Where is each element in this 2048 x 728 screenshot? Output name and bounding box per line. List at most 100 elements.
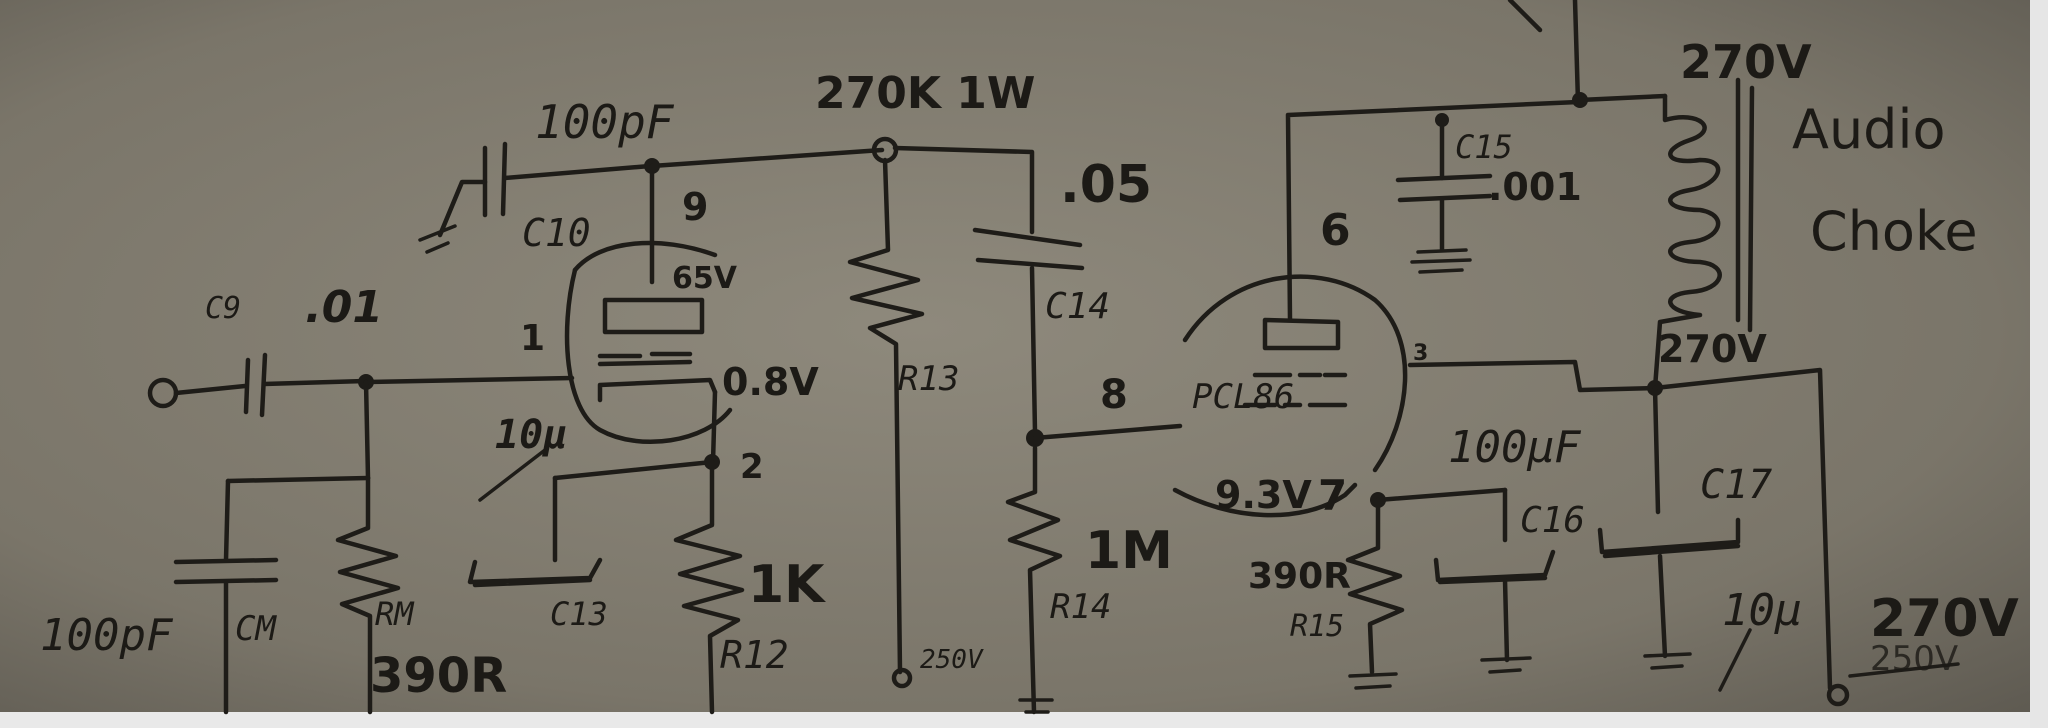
ground-c10-lines — [418, 224, 457, 254]
c17-name-label: C17 — [1700, 462, 1772, 508]
cm-lead-top — [223, 478, 231, 563]
grid-wire-pentode — [1032, 423, 1183, 441]
grid-bus — [225, 475, 371, 484]
supply-to-choke — [1577, 93, 1668, 103]
tube-name-label: PCL86 — [1192, 377, 1294, 417]
c10-wire — [502, 163, 653, 181]
pentode-envelope — [1182, 274, 1408, 473]
c16-ground — [1480, 656, 1532, 674]
audio-choke-coil — [1652, 93, 1722, 391]
r12-name-label: R12 — [720, 633, 789, 677]
strike-line — [1848, 662, 1960, 678]
pentode-plate — [1262, 317, 1341, 351]
pin7-label: 7 — [1318, 471, 1347, 520]
r13-name-label: R13 — [898, 359, 959, 399]
pentode-tube — [1172, 0, 1668, 690]
bottom-edge — [0, 712, 2048, 728]
pin1-label: 1 — [520, 318, 545, 359]
c16-capacitor — [1433, 549, 1556, 585]
volt-250-label: 250V — [920, 645, 984, 675]
pentode-plate-wire — [1285, 99, 1581, 323]
triode-plate — [602, 297, 705, 335]
r14-ground — [1018, 698, 1054, 714]
choke-section — [1597, 77, 1960, 707]
c13-name-label: C13 — [550, 595, 608, 633]
screen-wire — [1407, 359, 1658, 393]
c13-capacitor — [467, 557, 603, 588]
triode-envelope-top — [572, 240, 718, 273]
c17-value-label: 10µ — [1722, 585, 1801, 636]
supply-arrow — [1507, 0, 1543, 33]
c16-lead-bottom — [1502, 577, 1510, 663]
choke-label-1: Audio — [1792, 98, 1945, 161]
coupling-section — [972, 227, 1183, 715]
r15-value-label: 390R — [1248, 556, 1351, 597]
c14-name-label: C14 — [1045, 286, 1110, 327]
r12-value-label: 1K — [748, 555, 826, 615]
rm-value-label: 390R — [370, 648, 507, 704]
c14-lead — [1029, 265, 1038, 435]
b-plus-wire — [649, 147, 885, 169]
rm-resistor — [335, 475, 401, 715]
coupling-wire-top — [892, 145, 1035, 235]
choke-core — [1735, 77, 1755, 333]
triode-tube — [467, 163, 745, 715]
right-edge — [2030, 0, 2048, 728]
c14-capacitor — [972, 227, 1085, 271]
c17-arrow — [1718, 628, 1752, 692]
ground-c10 — [437, 179, 488, 238]
r13-resistor — [847, 157, 925, 675]
c15-capacitor — [1395, 173, 1493, 203]
input-wire — [173, 383, 248, 396]
r12-resistor — [673, 459, 745, 715]
cathode-lead — [710, 389, 718, 465]
b-plus-terminal — [891, 667, 913, 689]
c13-value-label: 10µ — [495, 412, 567, 458]
cathode-bus — [552, 459, 715, 481]
pentode-cathode-arc — [1172, 482, 1358, 518]
r15-resistor — [1345, 497, 1405, 675]
pin3-label: 3 — [1413, 341, 1428, 366]
cm-name-label: CM — [235, 609, 277, 649]
c17-lead-bottom — [1657, 553, 1668, 659]
grid-wire-b — [363, 375, 575, 385]
c16-name-label: C16 — [1520, 500, 1585, 541]
c10-value-label: 100pF — [535, 95, 675, 149]
c15-name-label: C15 — [1455, 128, 1513, 166]
c17-capacitor — [1597, 517, 1741, 559]
triode-grid — [597, 351, 693, 367]
r14-name-label: R14 — [1050, 587, 1111, 627]
grid-leak-drop — [363, 379, 371, 481]
volt-270-top-label: 270V — [1680, 35, 1812, 89]
labels: 100pF C10 270K 1W 9 65V .05 C9 .01 1 0.8… — [40, 35, 2019, 704]
volt-65-label: 65V — [672, 261, 738, 296]
volt-270-bottom-label: 270V — [1870, 589, 2019, 649]
r13-section — [847, 157, 925, 689]
c15-ground — [1410, 248, 1472, 274]
output-wire — [1652, 367, 1833, 691]
c17-ground — [1643, 652, 1692, 670]
supply-up — [1572, 0, 1581, 105]
r14-resistor — [1005, 445, 1063, 715]
c9-value-label: .01 — [305, 282, 383, 333]
volt-270-mid-label: 270V — [1658, 327, 1767, 371]
c-top-value-label: .05 — [1060, 155, 1152, 215]
c16-value-label: 100µF — [1448, 422, 1582, 473]
pin2-label: 2 — [740, 447, 764, 487]
pin9-label: 9 — [682, 185, 708, 229]
c10-section — [418, 136, 1035, 254]
c17-lead — [1652, 385, 1661, 515]
rm-name-label: RM — [375, 595, 415, 633]
c16-bus — [1375, 487, 1508, 503]
output-terminal — [1826, 683, 1850, 707]
cm-value-label: 100pF — [40, 610, 174, 661]
c9-name-label: C9 — [205, 291, 241, 326]
volt-250-struck-label: 250V — [1870, 639, 1958, 679]
input-section — [147, 352, 575, 715]
volt-93-label: 9.3V — [1215, 473, 1312, 517]
grid-wire-a — [261, 378, 368, 387]
pin8-label: 8 — [1100, 372, 1128, 418]
triode-cathode — [597, 377, 718, 403]
r15-name-label: R15 — [1290, 609, 1344, 644]
